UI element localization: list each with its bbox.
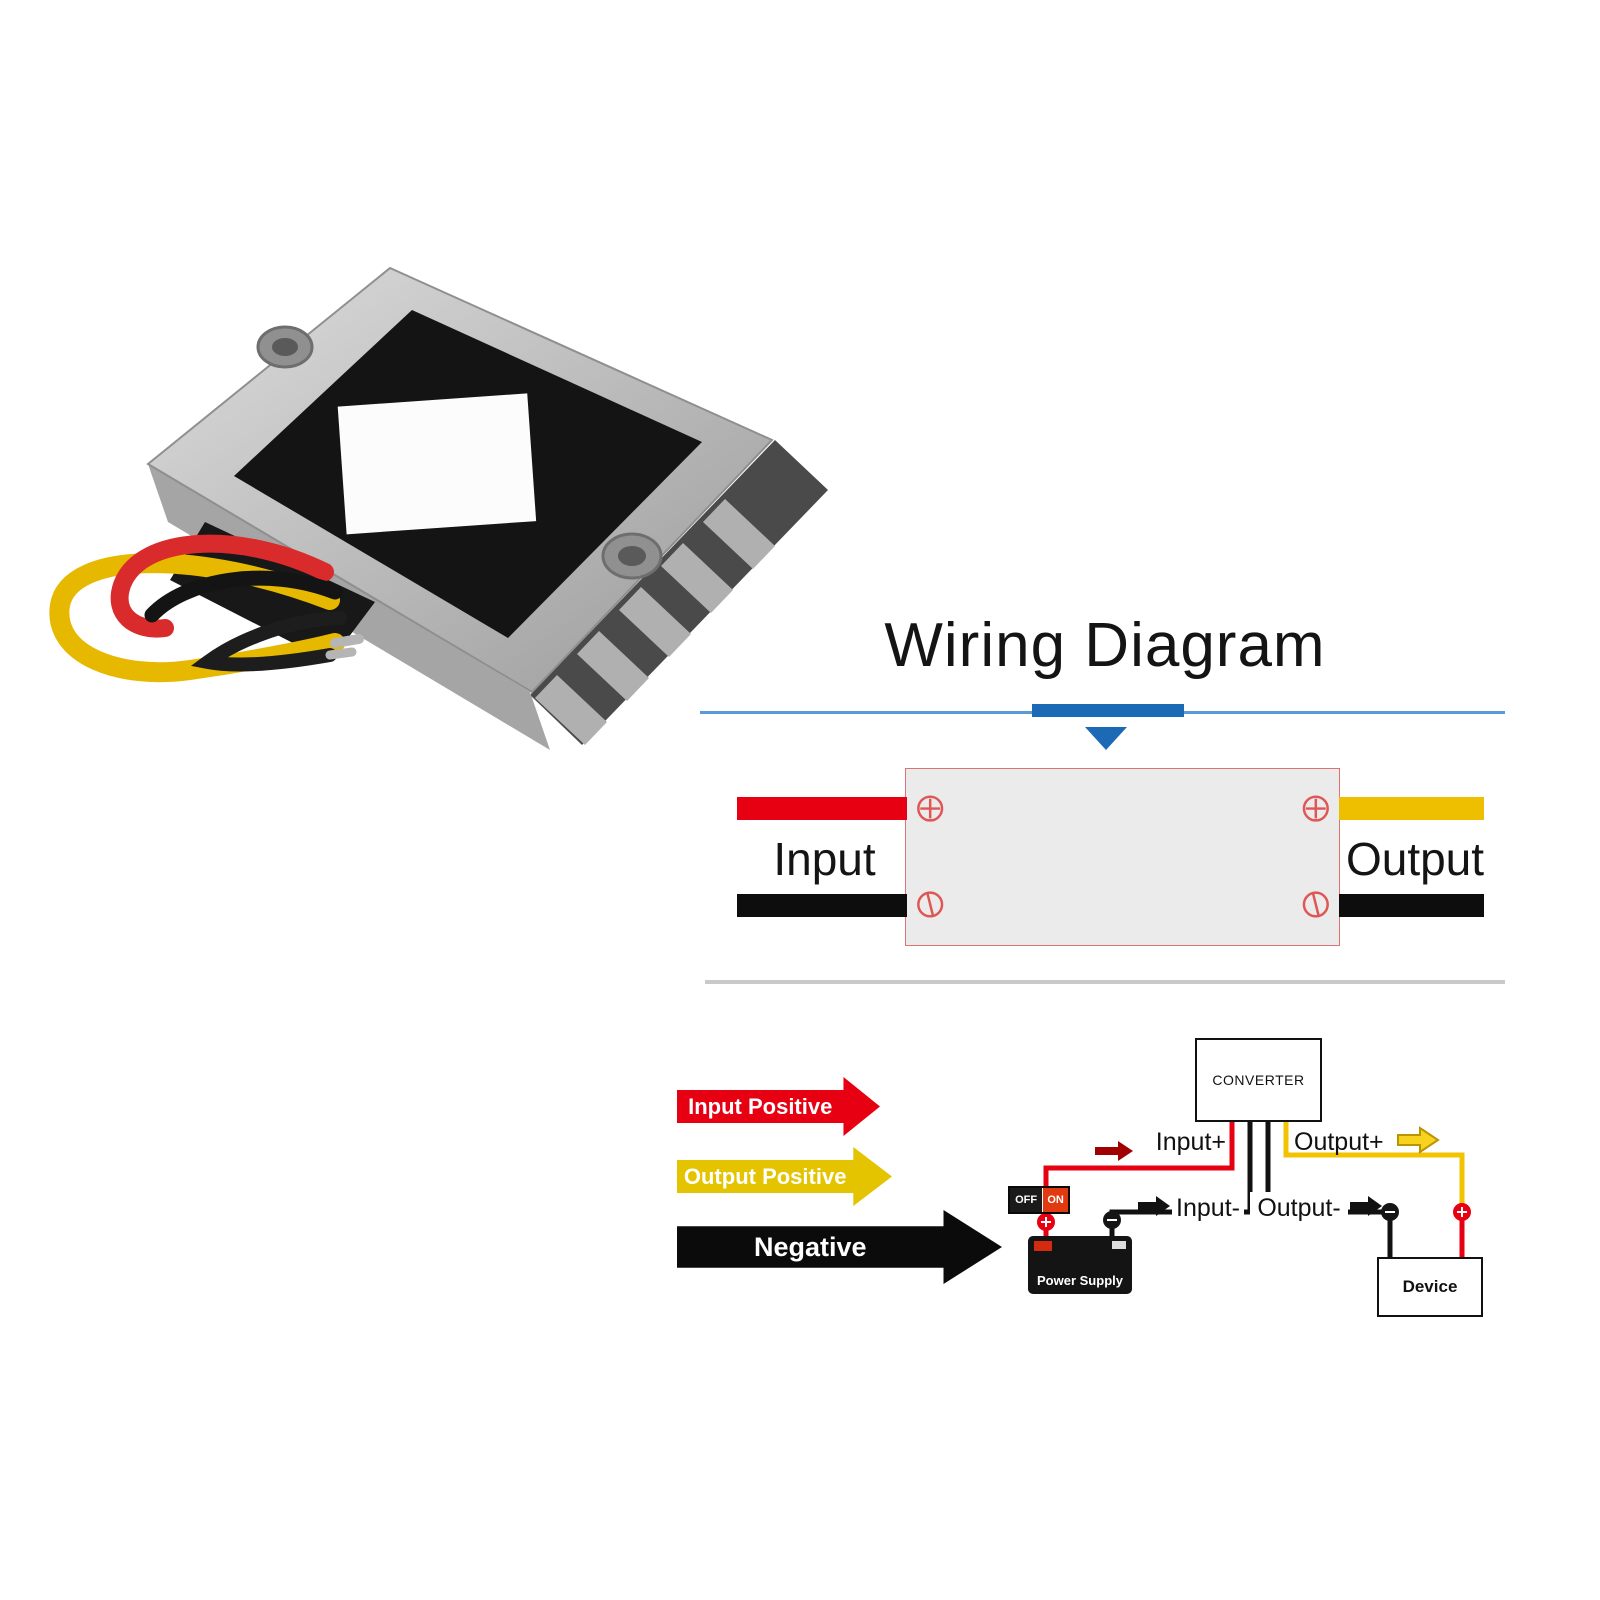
output-positive-wire	[1339, 797, 1484, 820]
battery-marking-red	[1034, 1241, 1052, 1251]
minus-terminal-icon	[1381, 1203, 1399, 1221]
input-plus-label: Input+	[1155, 1128, 1226, 1156]
right-arrow-icon	[1095, 1141, 1133, 1161]
page-title: Wiring Diagram	[884, 611, 1326, 680]
converter-product-photo	[49, 266, 828, 750]
screw-hole-top	[256, 325, 314, 369]
right-arrow-icon	[1397, 1126, 1440, 1154]
output-negative-wire	[1339, 894, 1484, 917]
screw-terminal-plus-icon	[917, 795, 944, 822]
battery-marking-white	[1112, 1241, 1126, 1249]
legend-output-positive-arrow: Output Positive	[677, 1147, 892, 1206]
converter-schematic-box	[905, 768, 1340, 946]
yellow-wire-tip	[330, 634, 364, 648]
legend-negative-label: Negative	[753, 1231, 867, 1262]
right-arrow-icon	[1138, 1196, 1170, 1216]
converter-box: CONVERTER	[1195, 1038, 1322, 1122]
section-divider	[705, 980, 1505, 984]
input-negative-wire	[737, 894, 907, 917]
black-wire-2	[190, 611, 347, 672]
input-positive-wire	[737, 797, 907, 820]
power-switch: OFF ON	[1008, 1186, 1070, 1214]
device-box: Device	[1377, 1257, 1483, 1317]
plus-terminal-icon	[1037, 1213, 1055, 1231]
schematic-input-label: Input	[773, 833, 876, 885]
input-minus-label: Input-	[1172, 1192, 1244, 1224]
switch-off-label: OFF	[1010, 1188, 1043, 1212]
right-arrow-icon	[1350, 1196, 1382, 1216]
plus-terminal-icon	[1453, 1203, 1471, 1221]
power-supply-label: Power Supply	[1037, 1273, 1123, 1288]
screw-terminal-plus-icon	[1302, 795, 1329, 822]
legend-input-positive-arrow: Input Positive	[677, 1077, 880, 1136]
screw-terminal-slot-icon	[1302, 891, 1329, 918]
converter-label: CONVERTER	[1212, 1072, 1305, 1088]
switch-on-label: ON	[1042, 1188, 1068, 1212]
module-label-sticker	[337, 393, 537, 535]
screw-terminal-icons	[917, 795, 1329, 918]
triangle-down-icon	[1085, 727, 1127, 750]
output-plus-label: Output+	[1294, 1128, 1384, 1156]
legend-input-positive-label: Input Positive	[688, 1093, 833, 1119]
schematic-output-label: Output	[1345, 833, 1485, 885]
screw-terminal-slot-icon	[917, 891, 944, 918]
device-label: Device	[1402, 1277, 1458, 1296]
cable-gland-block	[170, 522, 375, 662]
title-underline-accent	[1032, 704, 1184, 717]
black-wire-1	[144, 570, 343, 623]
minus-terminal-icon	[1103, 1211, 1121, 1229]
legend-output-positive-label: Output Positive	[683, 1163, 847, 1189]
heatsink-fins	[530, 440, 828, 745]
screw-hole-right	[601, 532, 663, 580]
legend-negative-arrow: Negative	[677, 1210, 1002, 1284]
black-wire-tip	[325, 647, 357, 660]
red-wire	[110, 534, 334, 638]
output-minus-label: Output-	[1250, 1192, 1348, 1224]
power-supply-box: Power Supply	[1028, 1236, 1132, 1294]
conn-output-positive-wire	[1283, 1122, 1465, 1212]
